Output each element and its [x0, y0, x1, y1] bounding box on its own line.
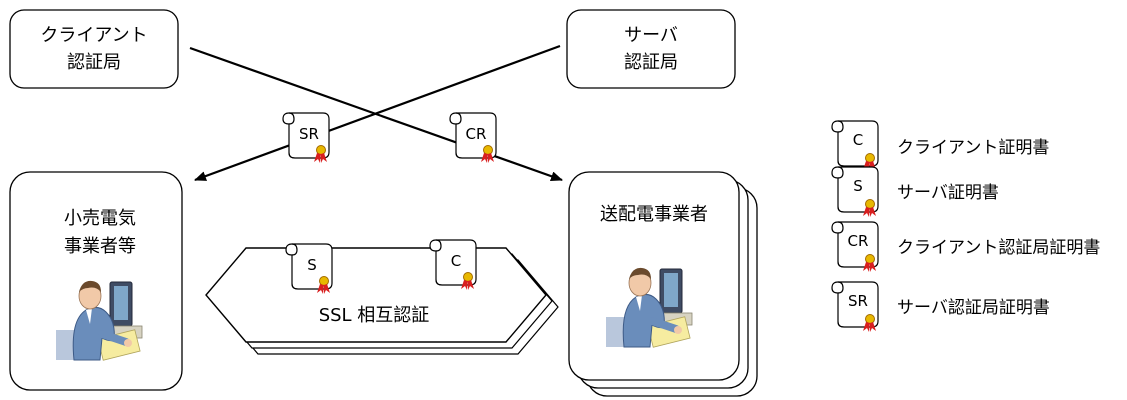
- client-ca-certificate-icon: CR: [449, 112, 497, 164]
- server-ca-to-retailer-arrow: [194, 44, 561, 182]
- legend-client-ca-cert-letter: CR: [848, 232, 869, 250]
- legend: C クライアント証明書 S サーバ証明書 CR クライアント認証局証明書 SR …: [831, 120, 1100, 333]
- client-ca-certificate-letter: CR: [466, 125, 487, 143]
- client-ca-label-line1: クライアント: [40, 25, 147, 46]
- retailer-box: 小売電気 事業者等: [9, 171, 183, 391]
- legend-server-ca-cert-label: サーバ認証局証明書: [897, 298, 1050, 318]
- legend-server-ca-cert-letter: SR: [848, 292, 868, 310]
- server-ca-certificate-letter: SR: [299, 125, 319, 143]
- client-certificate-letter: C: [451, 252, 461, 270]
- legend-item-server-cert: S サーバ証明書: [831, 166, 999, 218]
- server-certificate-icon: S: [285, 243, 333, 295]
- legend-item-server-ca-cert: SR サーバ認証局証明書: [831, 281, 1050, 333]
- legend-client-cert-letter: C: [853, 131, 863, 149]
- client-certificate-icon: C: [429, 239, 477, 291]
- retailer-label-line1: 小売電気: [64, 208, 136, 229]
- legend-item-client-cert: C クライアント証明書: [831, 120, 1049, 172]
- client-ca-label-line2: 認証局: [67, 52, 121, 73]
- legend-client-cert-label: クライアント証明書: [897, 138, 1049, 158]
- distributor-label: 送配電事業者: [600, 204, 708, 225]
- legend-item-client-ca-cert: CR クライアント認証局証明書: [831, 221, 1100, 273]
- server-certificate-letter: S: [307, 256, 317, 274]
- server-ca-label-line1: サーバ: [624, 25, 678, 46]
- legend-server-cert-letter: S: [853, 177, 863, 195]
- server-ca-certificate-icon: SR: [282, 112, 330, 164]
- legend-client-ca-cert-label: クライアント認証局証明書: [897, 238, 1100, 258]
- legend-server-cert-label: サーバ証明書: [897, 183, 999, 203]
- ssl-mutual-auth-label: SSL 相互認証: [319, 305, 430, 326]
- ssl-mutual-auth-arrow: SSL 相互認証: [205, 247, 559, 355]
- retailer-label-line2: 事業者等: [64, 236, 136, 257]
- server-ca-label-line2: 認証局: [624, 52, 678, 73]
- server-ca-box: サーバ 認証局: [566, 9, 736, 89]
- client-ca-box: クライアント 認証局: [9, 9, 179, 89]
- distributor-box: 送配電事業者: [568, 171, 758, 397]
